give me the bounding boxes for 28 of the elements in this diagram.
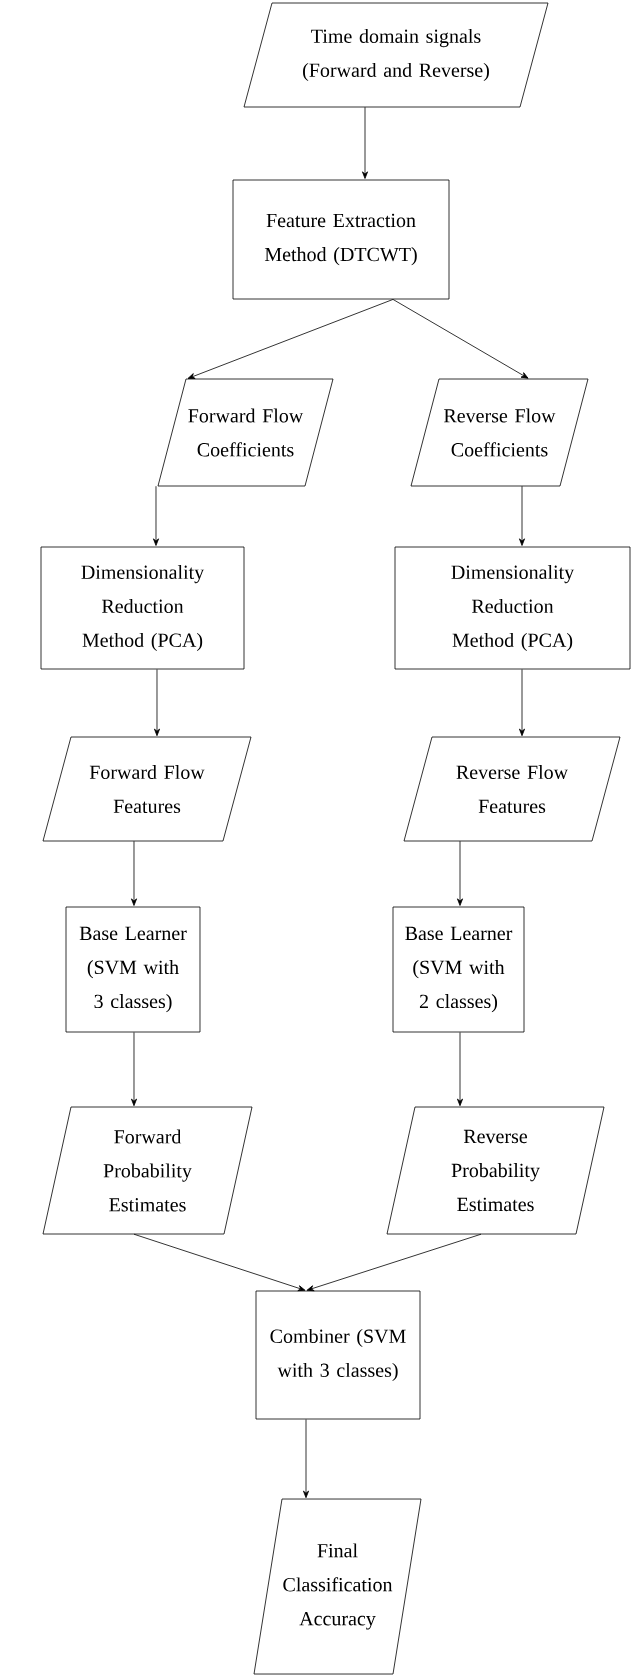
process-box: Feature Extraction Method (DTCWT): [232, 179, 450, 300]
data-parallelogram: Reverse Flow Coefficients: [410, 378, 589, 487]
arrow: [519, 669, 525, 737]
arrow: [457, 840, 463, 906]
process-box: Base Learner (SVM with 2 classes): [392, 906, 525, 1033]
arrow: [187, 299, 394, 379]
data-parallelogram: Forward Flow Features: [42, 736, 252, 842]
data-parallelogram: Reverse Probability Estimates: [386, 1106, 605, 1235]
arrow: [306, 1233, 482, 1292]
arrow: [519, 485, 525, 546]
data-parallelogram: Forward Flow Coefficients: [157, 378, 334, 487]
process-box: Base Learner (SVM with 3 classes): [65, 906, 201, 1033]
arrow: [362, 106, 368, 179]
arrow: [303, 1419, 309, 1499]
process-box: Dimensionality Reduction Method (PCA): [394, 546, 631, 670]
data-parallelogram: Reverse Flow Features: [403, 736, 621, 842]
arrow: [131, 840, 137, 906]
arrow: [131, 1032, 137, 1107]
arrow: [457, 1032, 463, 1107]
data-parallelogram: Time domain signals (Forward and Reverse): [243, 2, 549, 108]
data-parallelogram: Final Classification Accuracy: [253, 1498, 422, 1675]
arrow: [153, 485, 159, 546]
arrow: [392, 299, 529, 379]
arrow: [154, 669, 160, 737]
arrow: [133, 1233, 306, 1292]
process-box: Dimensionality Reduction Method (PCA): [40, 546, 245, 670]
process-box: Combiner (SVM with 3 classes): [255, 1290, 421, 1420]
data-parallelogram: Forward Probability Estimates: [42, 1106, 253, 1235]
